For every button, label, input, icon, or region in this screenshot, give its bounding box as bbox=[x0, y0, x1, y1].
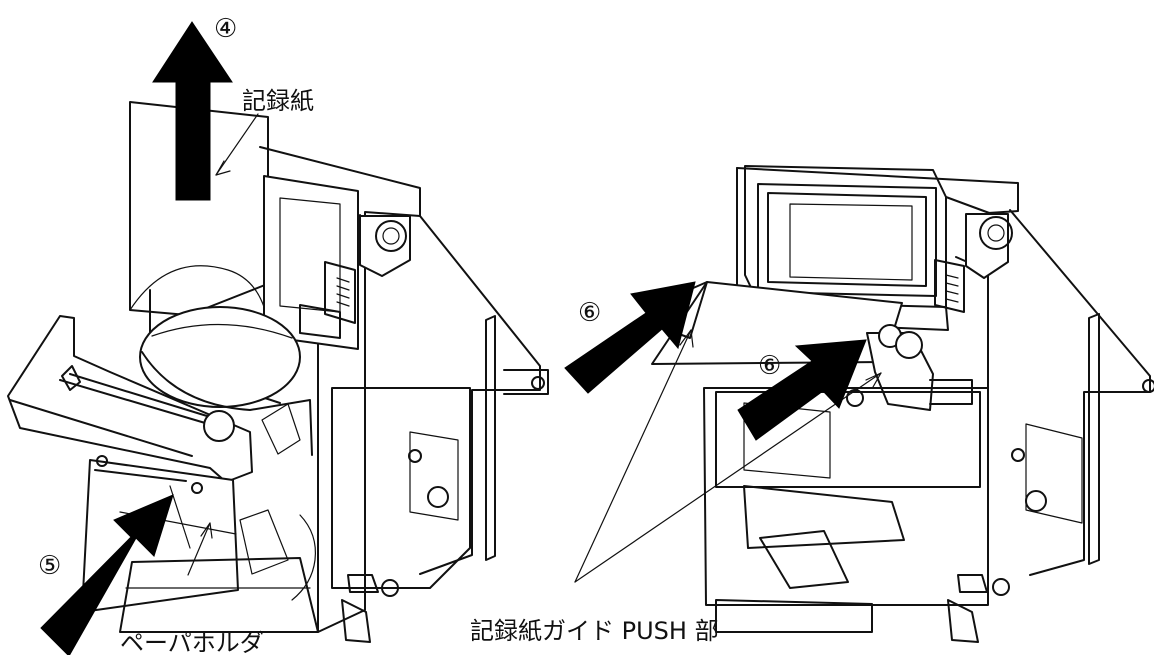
arrow-step-6-left bbox=[564, 281, 696, 394]
arrow-step-4 bbox=[152, 21, 233, 201]
diagram-labels: ④ ⑤ ⑥ ⑥ 記録紙 ペーパホルダ 記録紙ガイド PUSH 部 bbox=[38, 14, 781, 655]
step-5-label: ⑤ bbox=[38, 551, 61, 581]
left-printer-drawing bbox=[7, 101, 549, 643]
step-4-label: ④ bbox=[214, 14, 237, 44]
step-6-right-label: ⑥ bbox=[758, 351, 781, 381]
right-printer-drawing bbox=[574, 165, 1154, 643]
arrow-step-5 bbox=[40, 494, 174, 655]
paper-label: 記録紙 bbox=[242, 87, 314, 115]
arrow-step-6-right bbox=[737, 339, 867, 441]
paper-holder-label: ペーパホルダ bbox=[120, 629, 264, 655]
step-6-left-label: ⑥ bbox=[578, 298, 601, 328]
step-arrows bbox=[40, 21, 867, 655]
paper-guide-push-label: 記録紙ガイド PUSH 部 bbox=[470, 617, 719, 645]
